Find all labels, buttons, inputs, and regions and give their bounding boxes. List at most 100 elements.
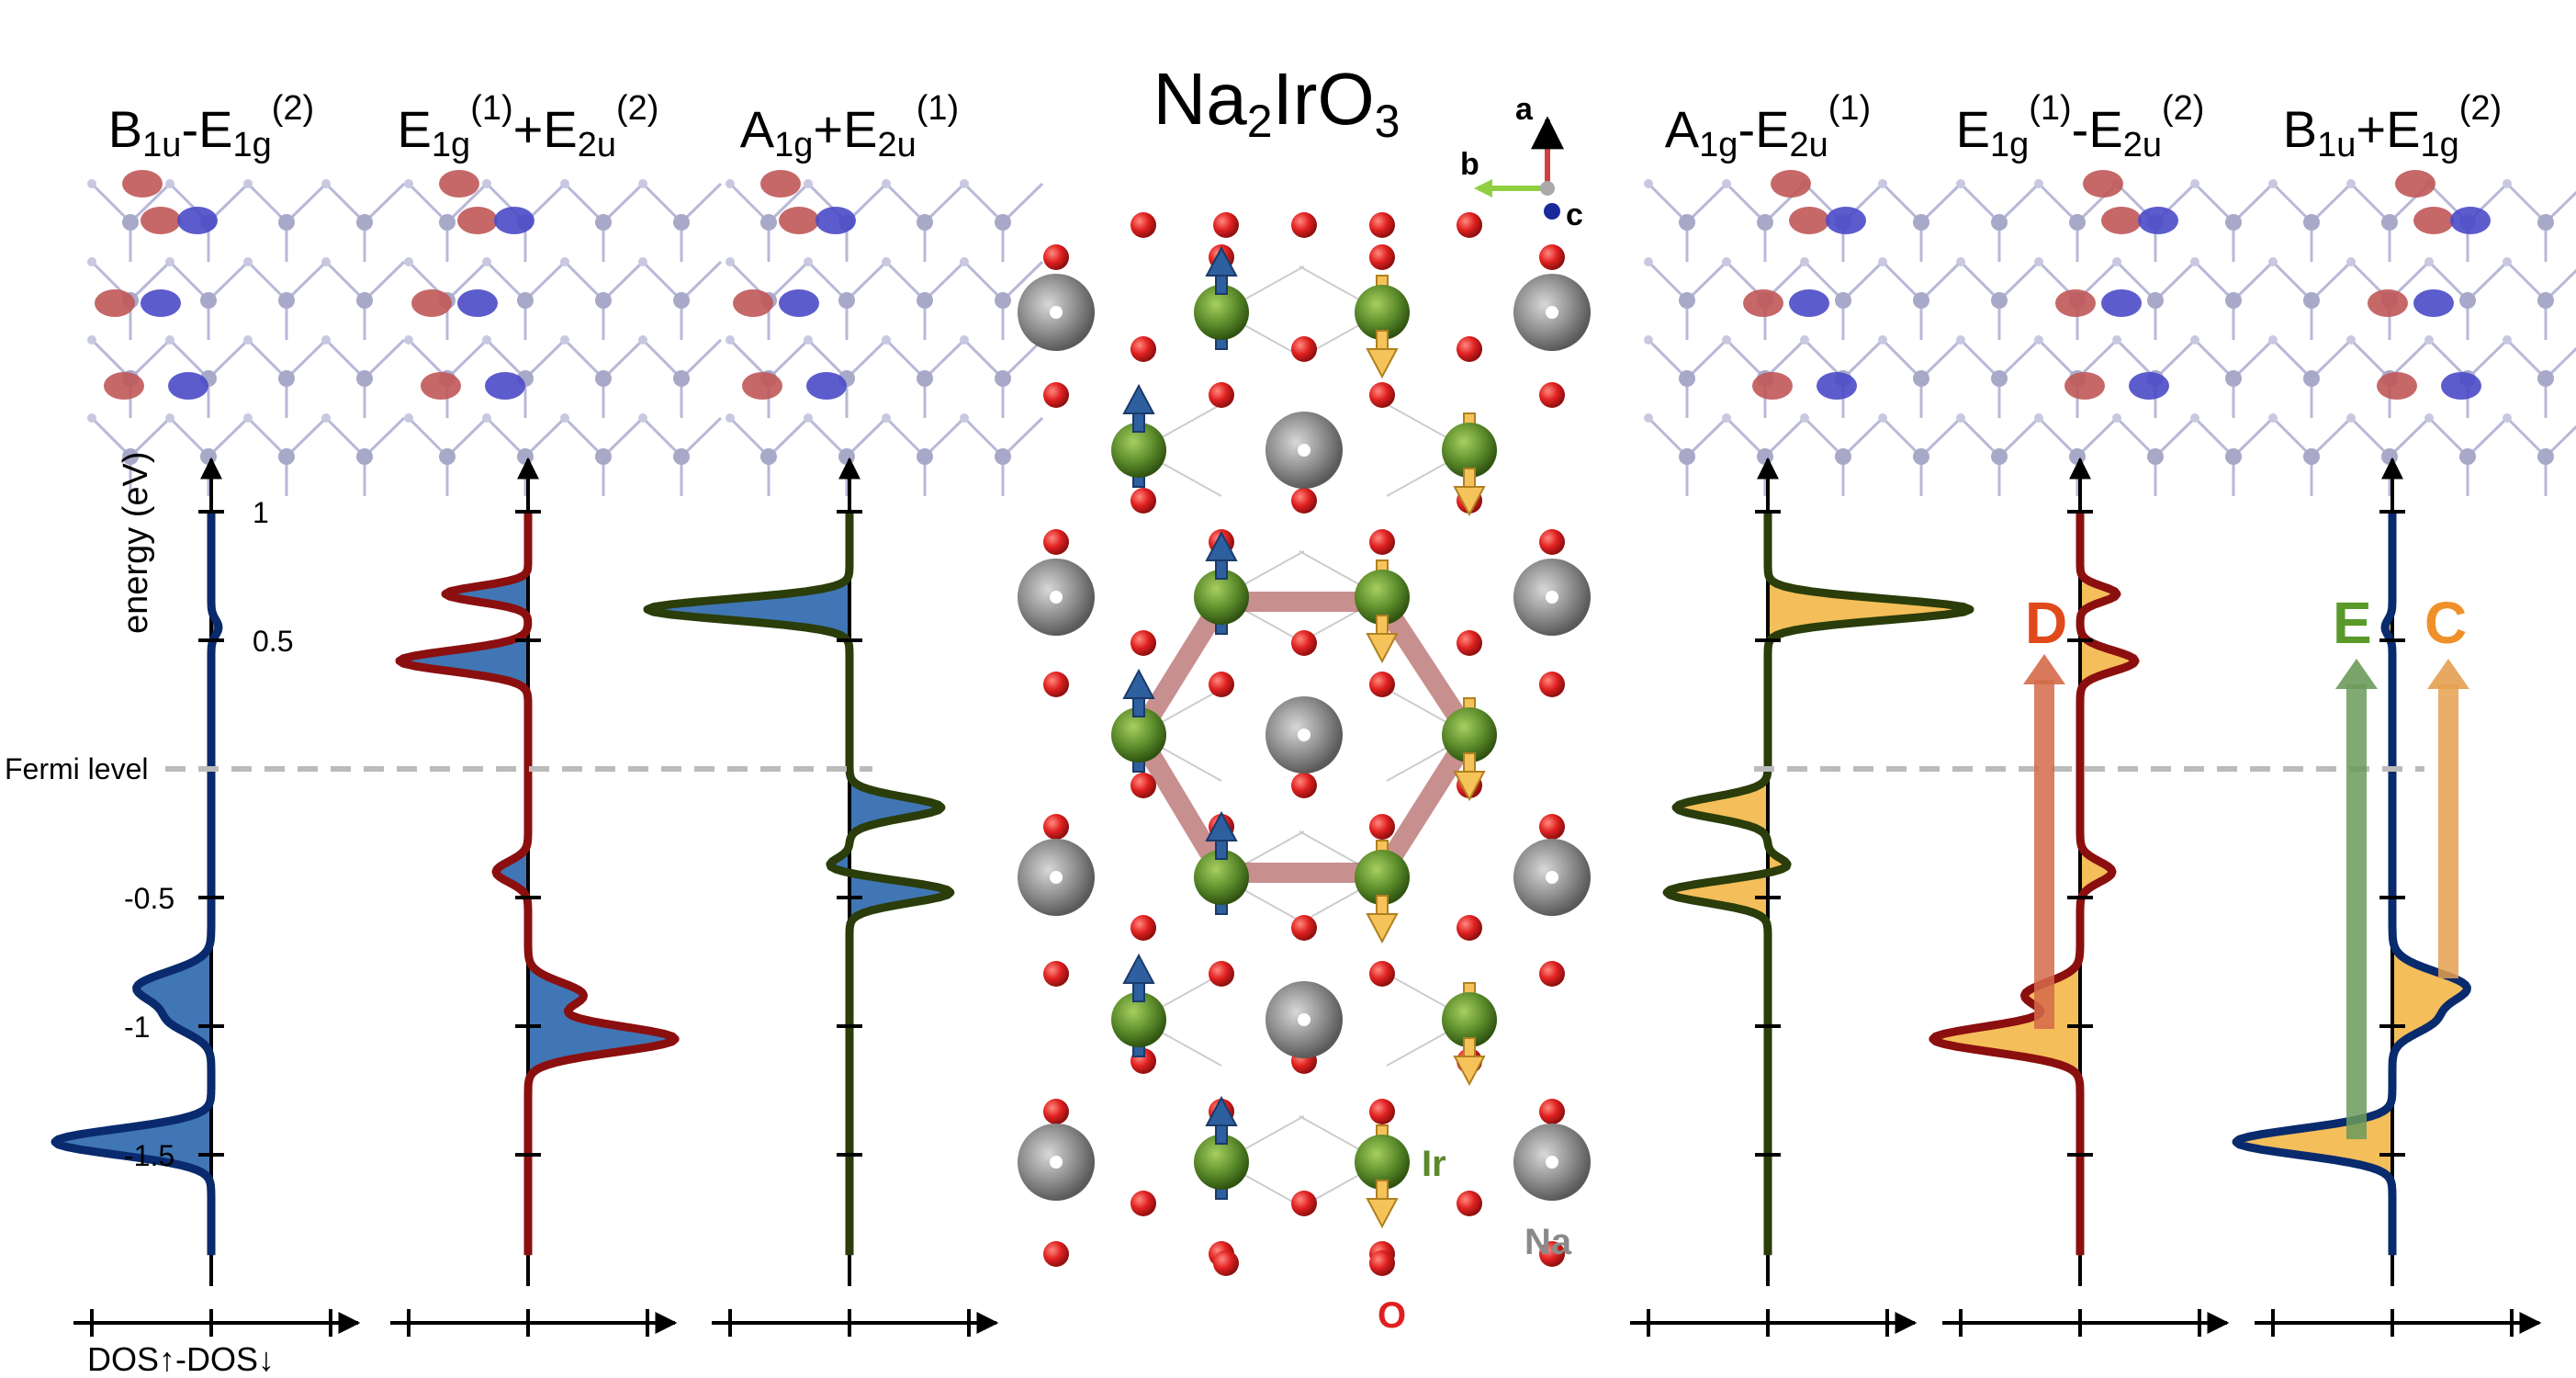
ir-label: Ir (1422, 1144, 1446, 1184)
panel-label-3: A1g+E2u(1) (740, 89, 959, 164)
ir-atom (1442, 423, 1497, 478)
tick-label: 0.5 (253, 625, 293, 658)
panel-labels: B1u-E1g(2)E1g(1)+E2u(2)A1g+E2u(1)A1g-E2u… (108, 89, 2502, 164)
panel-label-5: E1g(1)-E2u(2) (1956, 89, 2205, 164)
orbital-images (87, 170, 2576, 496)
panel-label-1: B1u-E1g(2) (108, 89, 314, 164)
ir-atom (1355, 850, 1410, 905)
dos-panel-1 (51, 457, 361, 1337)
c-arrow-shaft (2438, 684, 2458, 978)
x-axis-label: DOS↑-DOS↓ (87, 1340, 275, 1378)
e-transition-label: E (2333, 590, 2372, 656)
o-atom (1539, 244, 1565, 270)
ir-atom (1111, 992, 1166, 1047)
o-atom (1043, 672, 1069, 697)
ir-atom (1194, 285, 1249, 340)
b-axis-arrowhead (1474, 179, 1492, 198)
o-atom (1457, 1191, 1482, 1216)
dos-fill (399, 512, 676, 1258)
dos-panel-5 (1929, 457, 2230, 1337)
dos-curve (1929, 510, 2140, 1257)
o-atom (1369, 244, 1395, 270)
transition-arrows: D E C (2023, 590, 2469, 1139)
panel-label-6: B1u+E1g(2) (2283, 89, 2502, 164)
ir-atom (1111, 707, 1166, 762)
d-arrow-head (2023, 654, 2065, 684)
spin-up-arrow (1205, 1095, 1238, 1126)
o-atom (1131, 212, 1156, 238)
o-atom (1043, 529, 1069, 555)
dos-curve (395, 510, 680, 1257)
c-axis-dot (1544, 203, 1560, 220)
o-atom (1369, 961, 1395, 987)
spin-down-arrow (1366, 348, 1399, 379)
o-atom (1043, 382, 1069, 408)
o-atom (1043, 961, 1069, 987)
a-axis-label: a (1515, 92, 1534, 127)
spin-down-arrow (1453, 771, 1486, 802)
o-atom (1369, 814, 1395, 840)
dos-curve (51, 510, 223, 1257)
o-atom (1291, 488, 1317, 514)
spin-up-arrow (1122, 953, 1155, 984)
o-atom (1539, 1099, 1565, 1124)
o-atom (1369, 212, 1395, 238)
o-atom (1457, 336, 1482, 362)
o-atom (1291, 336, 1317, 362)
orbital-image-1 (87, 170, 406, 496)
spin-down-arrow (1453, 486, 1486, 517)
tick-label: 1 (253, 496, 269, 529)
o-atom (1131, 488, 1156, 514)
dos-panel-3 (643, 457, 999, 1337)
o-atom (1291, 212, 1317, 238)
o-atom (1291, 630, 1317, 656)
ir-atom (1111, 423, 1166, 478)
o-atom (1291, 915, 1317, 941)
spin-up-arrow (1205, 810, 1238, 841)
o-label: O (1378, 1295, 1406, 1336)
o-atom (1209, 961, 1234, 987)
o-atom (1539, 672, 1565, 697)
o-atom (1291, 1191, 1317, 1216)
o-atom (1043, 814, 1069, 840)
orbital-image-5 (1956, 170, 2275, 496)
dos-panel-2 (390, 457, 680, 1337)
d-arrow-shaft (2034, 680, 2054, 1029)
panel-label-2: E1g(1)+E2u(2) (398, 89, 659, 164)
o-atom (1369, 382, 1395, 408)
orbital-image-6 (2268, 170, 2576, 496)
o-atom (1369, 1099, 1395, 1124)
o-atom (1539, 529, 1565, 555)
spin-down-arrow (1453, 1056, 1486, 1087)
c-arrow-head (2427, 659, 2469, 689)
o-atom (1131, 773, 1156, 798)
ir-atom (1194, 1135, 1249, 1190)
o-atom (1043, 1241, 1069, 1267)
o-atom (1209, 672, 1234, 697)
na-label: Na (1524, 1222, 1572, 1262)
dos-panels: 10.5-0.5-1-1.5 (51, 457, 2542, 1337)
o-atom (1369, 529, 1395, 555)
d-transition-label: D (2025, 590, 2067, 656)
tick-label: -1 (124, 1011, 150, 1044)
o-atom (1043, 1099, 1069, 1124)
ir-atom (1355, 285, 1410, 340)
o-atom (1457, 630, 1482, 656)
figure-title: Na2IrO3 (1153, 58, 1400, 147)
orbital-image-3 (726, 170, 1044, 496)
dos-fill (1667, 512, 1970, 1258)
y-axis-label: energy (eV) (117, 451, 155, 634)
dos-curve (643, 510, 955, 1257)
spin-down-arrow (1366, 633, 1399, 664)
o-atom (1539, 814, 1565, 840)
fermi-level-label: Fermi level (5, 752, 148, 785)
o-atom (1131, 915, 1156, 941)
na-atoms (1018, 274, 1591, 1201)
orbital-image-2 (404, 170, 723, 496)
spin-down-arrow (1366, 1198, 1399, 1229)
o-atom (1369, 672, 1395, 697)
e-arrow-shaft (2346, 684, 2367, 1139)
c-axis-label: c (1566, 198, 1583, 232)
spin-up-arrow (1122, 383, 1155, 414)
